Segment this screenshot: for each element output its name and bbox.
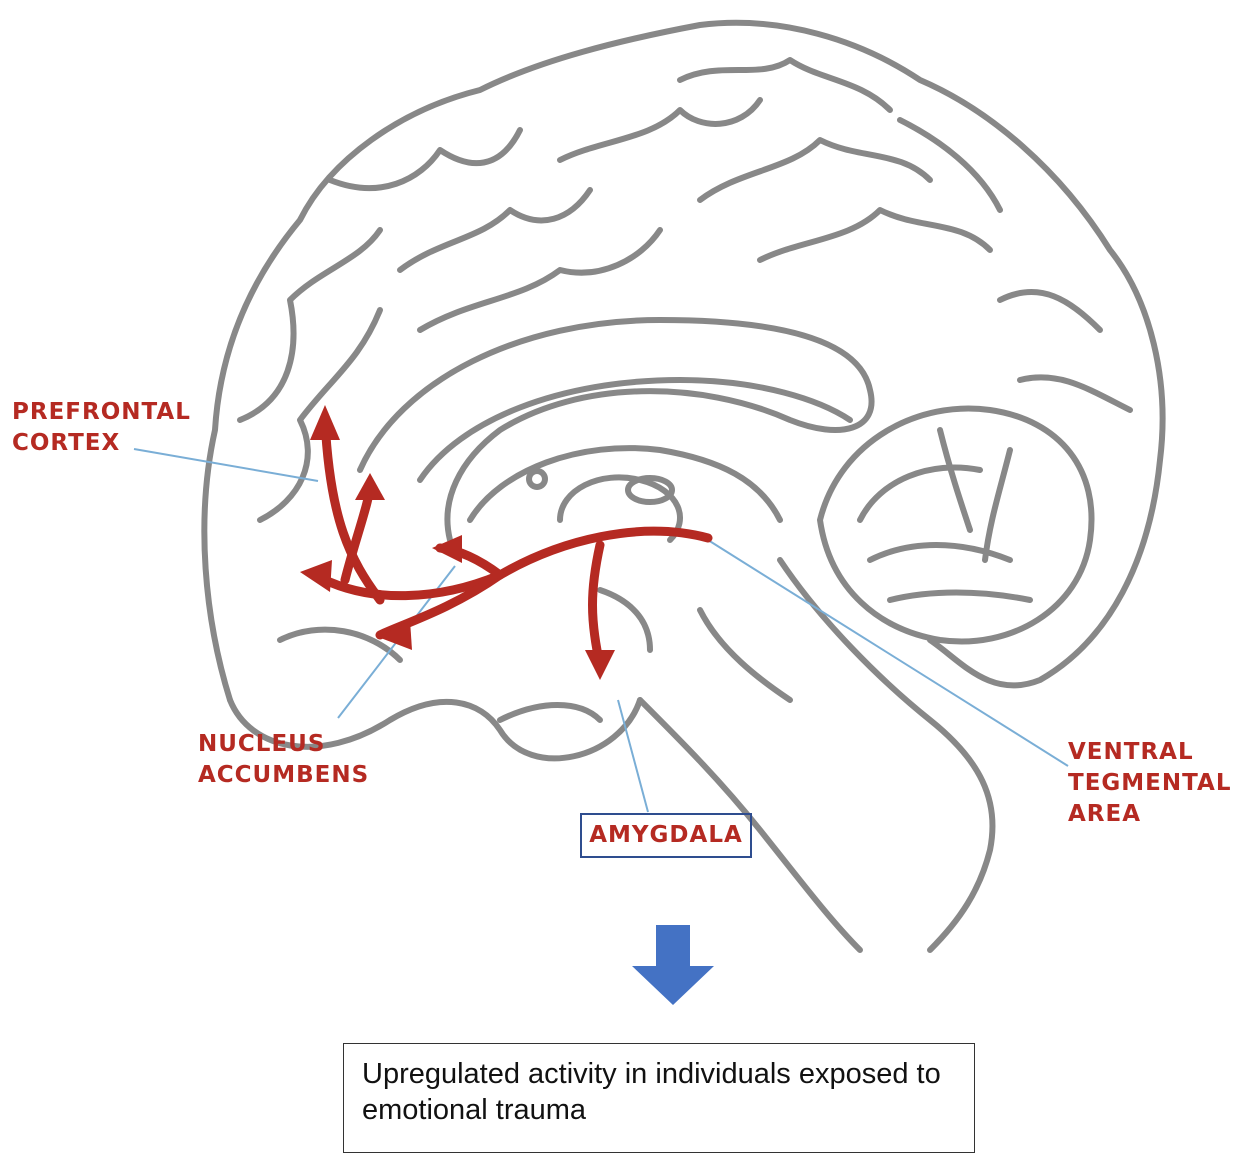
- arrowhead-left: [300, 560, 332, 592]
- caption-text: Upregulated activity in individuals expo…: [362, 1058, 941, 1126]
- nucleus-accumbens-label: NUCLEUS ACCUMBENS: [198, 729, 369, 791]
- nucleus-accumbens-label-line-2: ACCUMBENS: [198, 760, 369, 791]
- nucleus-accumbens-label-line-1: NUCLEUS: [198, 729, 369, 760]
- vta-label-line-2: TEGMENTAL: [1068, 768, 1232, 799]
- caption-box: Upregulated activity in individuals expo…: [343, 1043, 975, 1153]
- vta-label-line-1: VENTRAL: [1068, 737, 1232, 768]
- prefrontal-cortex-label-line-2: CORTEX: [12, 428, 191, 459]
- ventral-tegmental-area-label: VENTRAL TEGMENTAL AREA: [1068, 737, 1232, 830]
- arrowhead-pfc-top: [310, 405, 340, 440]
- vta-label-line-3: AREA: [1068, 799, 1232, 830]
- brain-outline: [204, 23, 1162, 950]
- amygdala-label: AMYGDALA: [580, 813, 752, 858]
- prefrontal-cortex-label-line-1: PREFRONTAL: [12, 397, 191, 428]
- down-arrow: [632, 925, 714, 1005]
- vta-leader-line: [708, 540, 1068, 766]
- arrowhead-amygdala: [585, 650, 615, 680]
- arrowhead-pfc-mid: [355, 473, 385, 500]
- prefrontal-cortex-label: PREFRONTAL CORTEX: [12, 397, 191, 459]
